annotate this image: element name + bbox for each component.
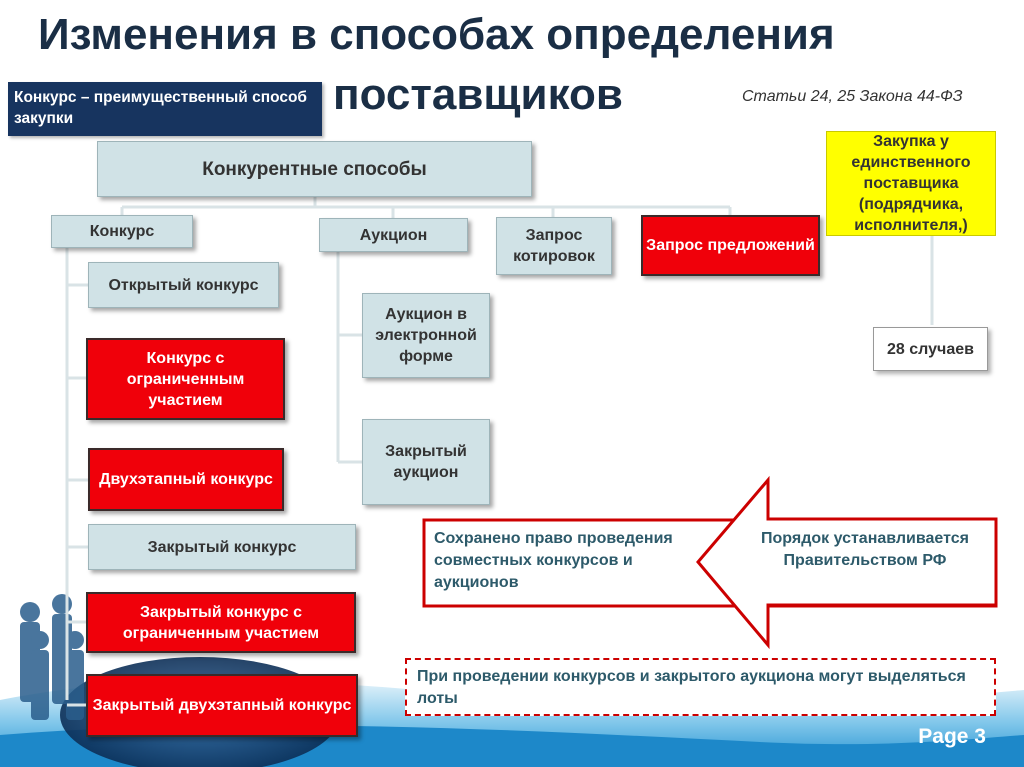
closed-auction-box: Закрытый аукцион <box>362 419 490 505</box>
competitive-methods-header: Конкурентные способы <box>97 141 532 197</box>
lots-note: При проведении конкурсов и закрытого аук… <box>405 658 996 716</box>
joint-procurement-text: Сохранено право проведения совместных ко… <box>434 530 673 591</box>
two-stage-konkurs-box: Двухэтапный конкурс <box>88 448 284 511</box>
proposals-request-box: Запрос предложений <box>641 215 820 276</box>
auction-box: Аукцион <box>319 218 468 252</box>
limited-konkurs-box: Конкурс с ограниченным участием <box>86 338 285 420</box>
page-title-line-1: Изменения в способах определения <box>38 10 835 59</box>
quotes-request-box: Запрос котировок <box>496 217 612 275</box>
closed-two-stage-konkurs-box: Закрытый двухэтапный конкурс <box>86 674 358 737</box>
closed-limited-konkurs-box: Закрытый конкурс с ограниченным участием <box>86 592 356 653</box>
government-order-text: Порядок устанавливается Правительством Р… <box>761 530 969 569</box>
left-arrow-icon <box>696 475 998 650</box>
open-konkurs-box: Открытый конкурс <box>88 262 279 308</box>
law-reference: Статьи 24, 25 Закона 44-ФЗ <box>742 88 963 105</box>
page-title-line-2: поставщиков <box>333 70 623 119</box>
closed-konkurs-box: Закрытый конкурс <box>88 524 356 570</box>
cases-count-box: 28 случаев <box>873 327 988 371</box>
electronic-auction-box: Аукцион в электронной форме <box>362 293 490 378</box>
subtitle-banner: Конкурс – преимущественный способ закупк… <box>8 82 322 136</box>
konkurs-box: Конкурс <box>51 215 193 248</box>
page-number: Page 3 <box>918 725 986 748</box>
single-supplier-box: Закупка у единственного поставщика (подр… <box>826 131 996 236</box>
